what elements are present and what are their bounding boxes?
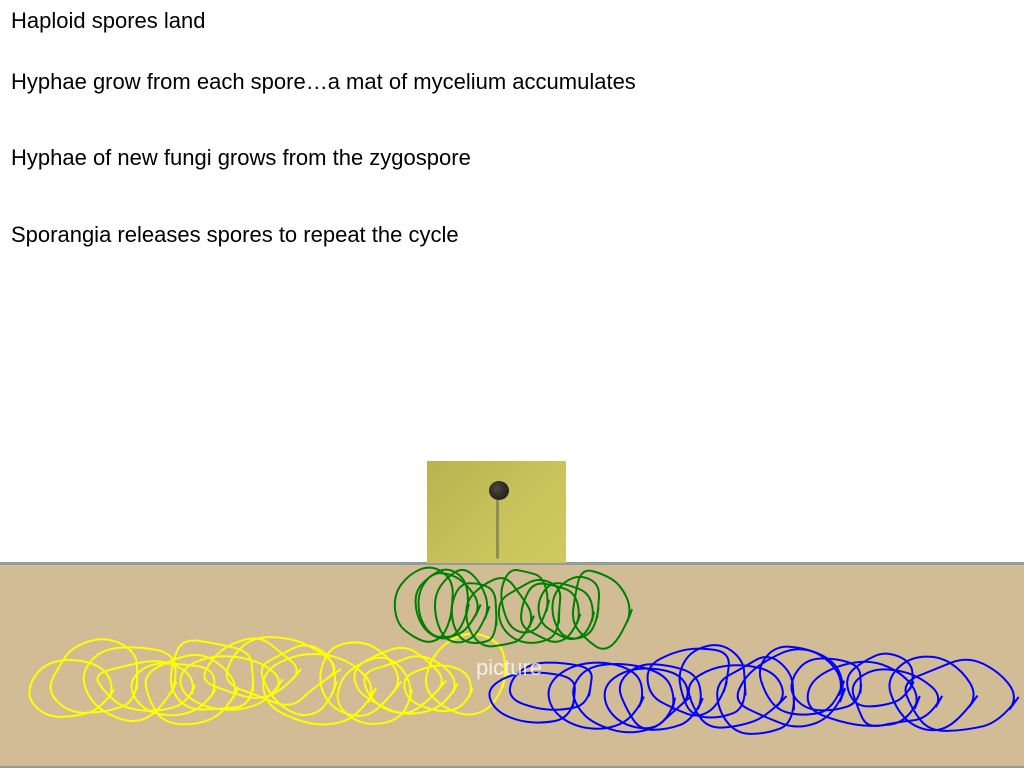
blue-mycelium-mat bbox=[488, 644, 1020, 735]
mycelium-loop bbox=[336, 656, 413, 725]
mycelium-loop bbox=[551, 575, 601, 640]
mycelium-loop bbox=[144, 653, 239, 726]
mycelium-loop bbox=[716, 656, 796, 735]
step-haploid-spores: Haploid spores land bbox=[11, 8, 206, 33]
mycelium-loop bbox=[687, 664, 788, 729]
mycelium-loop bbox=[508, 661, 593, 711]
mycelium-loop bbox=[319, 641, 403, 717]
mycelium-loop bbox=[646, 647, 730, 717]
mycelium-loop bbox=[260, 644, 338, 717]
mycelium-loop bbox=[571, 569, 634, 650]
mycelium-loop bbox=[82, 646, 178, 723]
mycelium-loop bbox=[758, 645, 846, 716]
mycelium-loop bbox=[417, 572, 482, 639]
step-sporangia-release: Sporangia releases spores to repeat the … bbox=[11, 222, 459, 247]
green-zygospore-hyphae bbox=[393, 566, 634, 650]
mycelium-loop bbox=[547, 661, 645, 730]
sporangiophore-stalk bbox=[496, 497, 499, 559]
mycelium-loop bbox=[393, 566, 454, 643]
step-new-fungi-hyphae: Hyphae of new fungi grows from the zygos… bbox=[11, 145, 471, 170]
mycelium-loop bbox=[851, 668, 944, 728]
mycelium-loop bbox=[520, 582, 582, 643]
mycelium-loop bbox=[130, 662, 217, 717]
mycelium-loop bbox=[488, 671, 576, 724]
mycelium-loop bbox=[572, 663, 677, 734]
mycelium-loop bbox=[403, 664, 474, 713]
mycelium-loop bbox=[465, 577, 535, 648]
mycelium-loop bbox=[225, 636, 342, 706]
mycelium-loop bbox=[846, 652, 915, 708]
mycelium-loop bbox=[790, 657, 863, 712]
mycelium-loop bbox=[904, 658, 1020, 732]
mycelium-loop bbox=[363, 655, 459, 715]
mycelium-loop bbox=[736, 648, 847, 728]
mycelium-loop bbox=[603, 667, 692, 730]
picture-placeholder-label: picture bbox=[476, 655, 543, 680]
sporangium-head bbox=[489, 481, 509, 500]
yellow-mycelium-mat bbox=[28, 632, 507, 726]
step-hyphae-grow: Hyphae grow from each spore…a mat of myc… bbox=[11, 69, 636, 94]
mycelium-loop bbox=[678, 644, 747, 719]
mycelium-loop bbox=[497, 579, 562, 644]
mycelium-loop bbox=[424, 632, 507, 716]
mycelium-loop bbox=[450, 582, 498, 644]
